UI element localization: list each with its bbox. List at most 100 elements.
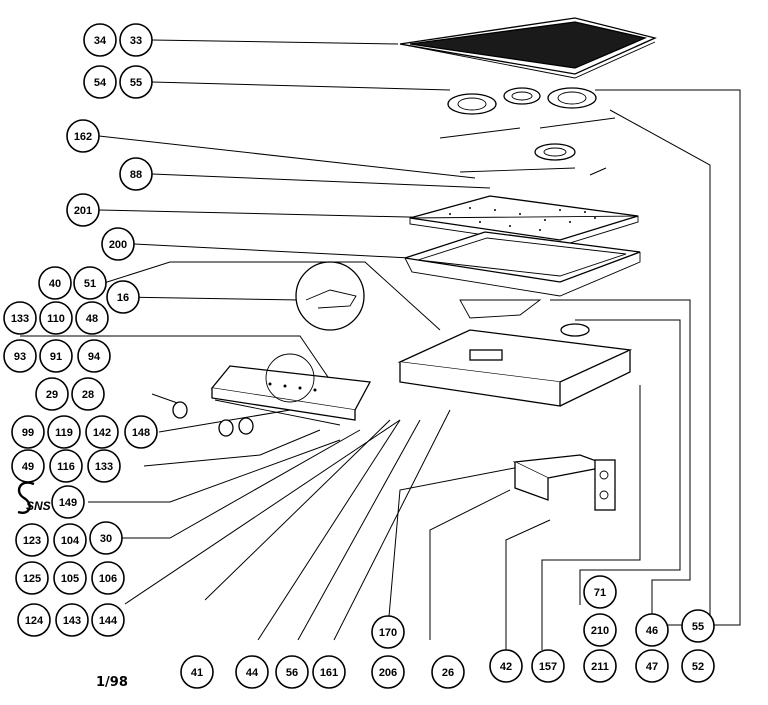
svg-text:48: 48 [86,313,98,325]
callout-210: 210 [583,613,617,647]
initials-stamp-text: SNS [26,499,51,513]
callout-40: 40 [38,266,72,300]
callout-201: 201 [66,193,100,227]
footer-code: 1/98 [96,675,128,690]
junction-box-bracket [512,454,616,511]
svg-text:28: 28 [82,389,94,401]
control-knobs [172,401,254,437]
callout-143: 143 [55,603,89,637]
svg-text:94: 94 [88,351,101,363]
callout-133-top: 133 [3,301,37,335]
callout-44: 44 [235,655,269,689]
burner-elements [439,87,616,173]
callout-51: 51 [73,266,107,300]
control-panel [210,353,372,426]
svg-text:29: 29 [46,389,58,401]
svg-text:157: 157 [539,661,557,673]
svg-text:211: 211 [591,661,609,673]
callout-55: 55 [119,65,153,99]
callout-56: 56 [275,655,309,689]
callout-170: 170 [371,615,405,649]
callout-55-right: 55 [681,609,715,643]
callout-142: 142 [85,415,119,449]
callout-125: 125 [15,561,49,595]
cooktop-glass-top [399,17,657,79]
svg-text:42: 42 [500,661,512,673]
svg-text:88: 88 [130,169,142,181]
svg-text:55: 55 [130,77,142,89]
callout-71: 71 [583,575,617,609]
callout-49: 49 [11,449,45,483]
svg-text:46: 46 [646,625,658,637]
svg-text:56: 56 [286,667,298,679]
svg-text:71: 71 [594,587,606,599]
callout-116: 116 [49,449,83,483]
svg-text:44: 44 [246,667,259,679]
callout-26: 26 [431,655,465,689]
callout-16: 16 [106,280,140,314]
svg-text:91: 91 [50,351,62,363]
svg-text:124: 124 [25,615,44,627]
svg-text:52: 52 [692,661,704,673]
callout-52: 52 [681,649,715,683]
svg-text:116: 116 [57,461,75,473]
svg-text:144: 144 [99,615,118,627]
callout-41: 41 [180,655,214,689]
callout-144: 144 [91,603,125,637]
callout-104: 104 [53,523,87,557]
callout-42: 42 [489,649,523,683]
initials-stamp: SNS [17,481,51,514]
svg-text:93: 93 [14,351,26,363]
callout-29: 29 [35,377,69,411]
svg-text:16: 16 [117,292,129,304]
svg-text:99: 99 [22,427,34,439]
callout-99: 99 [11,415,45,449]
svg-text:110: 110 [47,313,65,325]
svg-text:200: 200 [109,239,127,251]
callout-149: 149 [51,485,85,519]
callout-93: 93 [3,339,37,373]
callout-162: 162 [66,119,100,153]
callout-157: 157 [531,649,565,683]
svg-text:162: 162 [74,131,92,143]
callout-94: 94 [77,339,111,373]
svg-text:54: 54 [94,77,107,89]
callout-88: 88 [119,157,153,191]
callout-110: 110 [39,301,73,335]
svg-text:33: 33 [130,35,142,47]
svg-text:170: 170 [379,627,397,639]
svg-text:40: 40 [49,278,61,290]
svg-text:30: 30 [100,533,112,545]
svg-text:201: 201 [74,205,92,217]
svg-text:119: 119 [55,427,73,439]
svg-text:210: 210 [591,625,609,637]
svg-text:51: 51 [84,278,96,290]
callout-47: 47 [635,649,669,683]
svg-text:133: 133 [11,313,29,325]
svg-text:106: 106 [99,573,117,585]
callout-28: 28 [71,377,105,411]
svg-text:148: 148 [132,427,150,439]
callout-105: 105 [53,561,87,595]
callout-34: 34 [83,23,117,57]
svg-text:206: 206 [379,667,397,679]
callout-48: 48 [75,301,109,335]
svg-text:34: 34 [94,35,107,47]
leader-lines [20,39,741,650]
svg-text:161: 161 [320,667,338,679]
callout-133-mid: 133 [87,449,121,483]
bracket-detail-inset [295,261,365,331]
svg-text:41: 41 [191,667,203,679]
svg-text:133: 133 [95,461,113,473]
drip-pan [404,231,641,297]
callout-161: 161 [312,655,346,689]
svg-text:123: 123 [23,535,41,547]
callout-124: 124 [17,603,51,637]
callout-123: 123 [15,523,49,557]
insulation-pad [409,195,639,247]
chassis-frame [397,299,633,407]
callout-119: 119 [47,415,81,449]
callout-200: 200 [101,227,135,261]
callout-91: 91 [39,339,73,373]
